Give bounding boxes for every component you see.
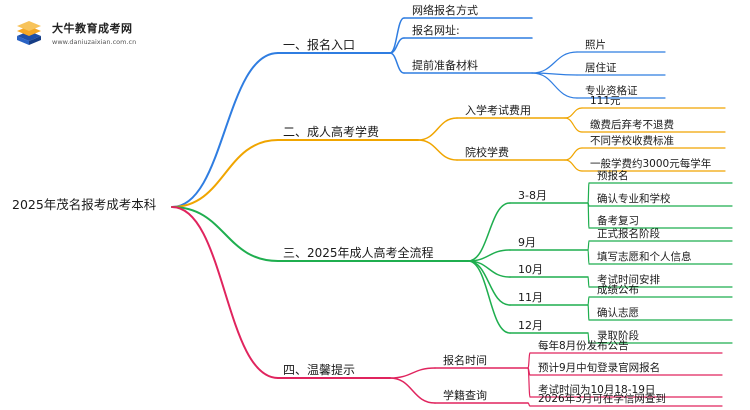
branch-1-child-1-connector <box>389 17 405 54</box>
branch-3-child-1-label[interactable]: 3-8月 <box>518 189 547 202</box>
root-topic[interactable]: 2025年茂名报考成考本科 <box>12 197 157 212</box>
branch-1-child-3-leaf-2-label[interactable]: 居住证 <box>585 61 617 74</box>
branch-2-child-1-label[interactable]: 入学考试费用 <box>465 103 531 117</box>
branch-4-child-1-leaf-3-label[interactable]: 考试时间为10月18-19日 <box>538 383 655 396</box>
branch-3-child-1-leaf-1-connector <box>587 182 590 204</box>
branch-3-label[interactable]: 三、2025年成人高考全流程 <box>283 245 434 260</box>
branch-3-child-5-label[interactable]: 12月 <box>518 319 543 332</box>
branch-2-child-1-leaf-1-label[interactable]: 111元 <box>590 95 621 107</box>
branch-3-child-4-label[interactable]: 11月 <box>518 291 543 304</box>
branch-2-child-2-label[interactable]: 院校学费 <box>465 145 509 159</box>
branch-2-child-1-connector <box>417 117 458 141</box>
branch-3-child-1-leaf-2-label[interactable]: 确认专业和学校 <box>597 192 671 205</box>
branch-2-child-1-leaf-2-label[interactable]: 缴费后弃考不退费 <box>590 118 674 131</box>
branch-3-connector <box>171 206 279 262</box>
branch-3-child-1-leaf-3-label[interactable]: 备考复习 <box>597 214 639 227</box>
branch-3-child-1-leaf-3-connector <box>587 202 590 229</box>
branch-1-child-3-leaf-3-connector <box>531 72 578 99</box>
branch-2-child-2-leaf-2-connector <box>564 159 583 172</box>
branch-4-child-2-leaf-1-label[interactable]: 2026年3月可在学信网查到 <box>538 392 666 405</box>
branch-2-child-2-connector <box>417 139 458 161</box>
branch-3-child-4-leaf-1-label[interactable]: 成绩公布 <box>597 283 639 296</box>
branch-3-child-2-label[interactable]: 9月 <box>518 236 536 249</box>
branch-1-child-3-label[interactable]: 提前准备材料 <box>412 58 478 72</box>
branch-1-child-3-leaf-3-label[interactable]: 专业资格证 <box>585 84 638 97</box>
branch-3-child-1-connector <box>467 202 511 262</box>
branch-2-label[interactable]: 二、成人高考学费 <box>283 124 379 139</box>
branch-2-child-2-leaf-1-connector <box>564 147 583 161</box>
branch-1-child-2-label[interactable]: 报名网址: <box>412 23 460 37</box>
branch-3-child-5-connector <box>467 260 511 334</box>
branch-4-label[interactable]: 四、温馨提示 <box>283 362 355 377</box>
branch-3-child-1-leaf-1-label[interactable]: 预报名 <box>597 169 629 182</box>
branch-4-child-1-leaf-3-connector <box>527 367 531 398</box>
branch-3-child-3-label[interactable]: 10月 <box>518 263 543 276</box>
branch-3-child-5-leaf-1-label[interactable]: 录取阶段 <box>597 329 639 342</box>
branch-3-child-4-leaf-2-label[interactable]: 确认志愿 <box>597 306 639 319</box>
branch-2-connector <box>171 139 279 208</box>
branch-4-child-1-leaf-1-connector <box>527 352 531 369</box>
branch-4-connector <box>171 206 279 379</box>
branch-4-child-1-connector <box>389 367 436 379</box>
branch-1-child-3-leaf-1-label[interactable]: 照片 <box>585 38 606 51</box>
branch-1-child-3-leaf-1-connector <box>531 51 578 74</box>
branch-2-child-2-leaf-1-label[interactable]: 不同学校收费标准 <box>590 134 674 147</box>
branch-4-child-1-label[interactable]: 报名时间 <box>443 353 487 367</box>
branch-4-child-2-label[interactable]: 学籍查询 <box>443 388 487 402</box>
book-stack-icon <box>17 21 41 45</box>
branch-3-child-3-leaf-1-connector <box>587 276 590 288</box>
site-logo[interactable]: 大牛教育成考网 www.daniuzaixian.com.cn <box>8 14 168 54</box>
branch-3-child-4-leaf-2-connector <box>587 304 590 321</box>
branch-4-child-1-leaf-1-label[interactable]: 每年8月份发布公告 <box>538 339 629 352</box>
branch-3-child-2-leaf-2-label[interactable]: 填写志愿和个人信息 <box>597 250 692 263</box>
branch-3-child-2-leaf-1-label[interactable]: 正式报名阶段 <box>597 227 660 240</box>
branch-2-child-1-leaf-1-connector <box>564 107 583 119</box>
branch-3-child-2-leaf-2-connector <box>587 249 590 265</box>
logo-url: www.daniuzaixian.com.cn <box>52 38 137 46</box>
branch-1-connector <box>171 52 279 208</box>
branch-4-child-2-connector <box>389 377 436 404</box>
branch-1-child-1-label[interactable]: 网络报名方式 <box>412 3 478 17</box>
branch-3-child-4-leaf-1-connector <box>587 296 590 306</box>
branch-3-child-2-leaf-1-connector <box>587 240 590 251</box>
branch-2-child-1-leaf-2-connector <box>564 117 583 133</box>
logo-title: 大牛教育成考网 <box>52 22 133 35</box>
branch-3-child-3-leaf-1-label[interactable]: 考试时间安排 <box>597 273 660 286</box>
branch-1-label[interactable]: 一、报名入口 <box>283 37 355 52</box>
branch-1-child-3-connector <box>389 52 405 74</box>
branch-4-child-1-leaf-2-label[interactable]: 预计9月中旬登录官网报名 <box>538 361 660 374</box>
branch-2-child-2-leaf-2-label[interactable]: 一般学费约3000元每学年 <box>590 157 711 170</box>
